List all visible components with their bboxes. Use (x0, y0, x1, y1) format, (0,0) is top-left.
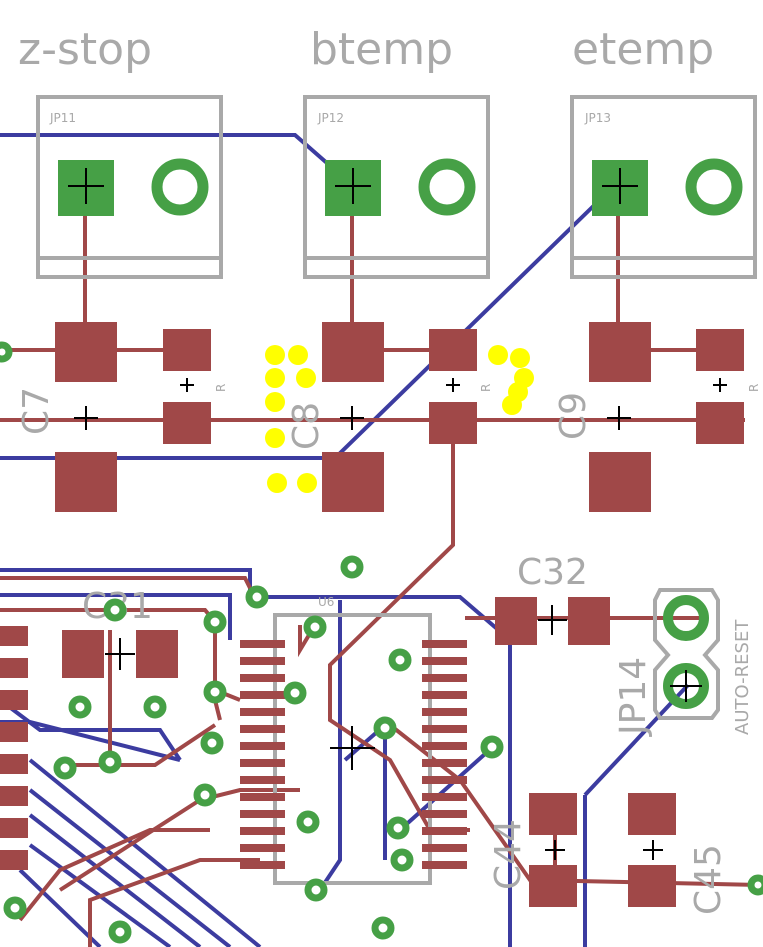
plus-markers (74, 378, 727, 430)
r-label-1: R (214, 384, 228, 392)
c7-label: C7 (16, 387, 57, 435)
c44-c45-markers (545, 840, 663, 860)
yellow-markers (265, 345, 534, 493)
jp14-label: JP14 (613, 657, 654, 737)
jp12-label: JP12 (317, 111, 344, 125)
r-label-2: R (479, 384, 493, 392)
btemp-label: btemp (310, 24, 453, 75)
c9-label: C9 (553, 392, 594, 440)
c31-marker (105, 638, 135, 670)
u6-center-marker (330, 726, 375, 770)
edge-connector-pins (0, 626, 28, 870)
etemp-label: etemp (572, 24, 714, 75)
jp11-label: JP11 (49, 111, 76, 125)
vias (0, 341, 763, 944)
connector-pads (58, 158, 743, 216)
c31-pads (62, 630, 178, 678)
zstop-label: z-stop (18, 24, 152, 75)
u6-pins (240, 640, 467, 869)
u6-label: U6 (318, 595, 334, 609)
c32-pads (495, 597, 610, 645)
c45-label: C45 (688, 844, 729, 915)
c32-label: C32 (517, 552, 588, 593)
c32-marker (538, 605, 567, 635)
r-label-3: R (747, 384, 761, 392)
jp14-pads (663, 595, 709, 709)
c44-label: C44 (488, 819, 529, 890)
smd-pads-row (55, 322, 744, 512)
c44-c45-pads (529, 793, 676, 907)
jp13-label: JP13 (584, 111, 611, 125)
c8-label: C8 (286, 402, 327, 450)
auto-reset-label: AUTO-RESET (732, 619, 753, 735)
